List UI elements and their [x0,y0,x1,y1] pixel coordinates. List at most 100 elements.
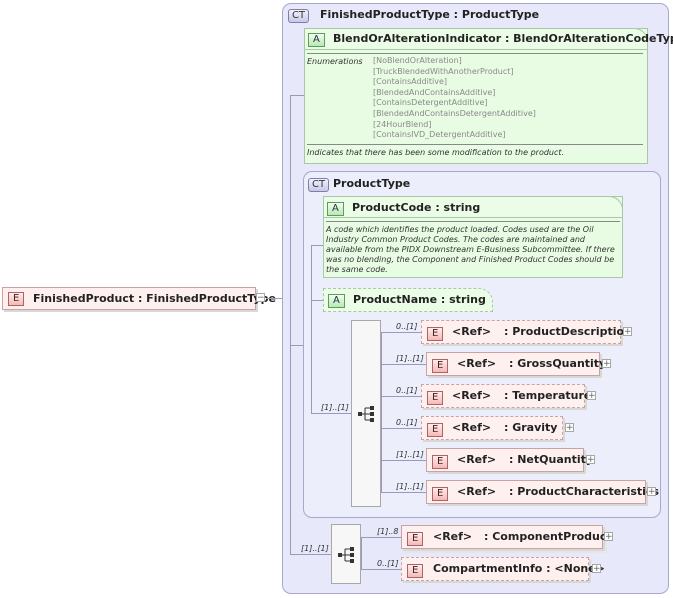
enumeration-item: [24HourBlend] [373,119,432,129]
attribute-badge: A [308,33,325,47]
doc-line: available from the PIDX Downstream E-Bus… [326,245,615,254]
connector [361,537,401,538]
expand-toggle[interactable]: + [565,423,574,433]
enumeration-item: [TruckBlendedWithAnotherProduct] [373,66,514,76]
doc-line: was no blending, the Component and Finis… [326,255,615,264]
attribute-documentation: A code which identifies the product load… [326,225,615,275]
element-ref-product-description[interactable]: E <Ref> : ProductDescription [421,320,632,344]
occurrence-label: 0..[1] [377,559,399,568]
element-badge: E [432,359,449,373]
element-badge: E [432,455,449,469]
seq-connector-vertical [361,537,362,569]
root-element-finished-product[interactable]: E FinishedProduct : FinishedProductType [2,287,276,310]
element-badge: E [407,532,424,546]
element-name: : ComponentProduct [484,530,612,543]
attribute-product-name[interactable]: A ProductName : string [323,288,493,312]
expand-toggle[interactable]: + [592,564,601,574]
connector-product-type [290,345,303,346]
ref-label: <Ref> [452,325,492,338]
element-badge: E [427,423,444,437]
connector [381,396,421,397]
expand-toggle[interactable]: + [604,532,613,542]
connector [381,332,421,333]
element-ref-gravity[interactable]: E <Ref> : Gravity [421,416,563,440]
ref-label: <Ref> [433,530,473,543]
complex-type-badge: CT [308,178,330,192]
element-ref-net-quantity[interactable]: E <Ref> : NetQuantity [426,448,593,472]
ref-label: <Ref> [457,453,497,466]
element-ref-temperature[interactable]: E <Ref> : Temperature [421,384,591,408]
ref-label: <Ref> [457,485,497,498]
connector-blend [290,95,304,96]
occurrence-label: [1]..[1] [396,482,424,491]
connector [381,428,421,429]
connector-outer-seq [290,554,331,555]
occurrence-label: [1]..[1] [321,403,349,412]
enumeration-list: [NoBlendOrAlteration] [TruckBlendedWithA… [373,56,643,141]
connector [381,492,426,493]
expand-toggle[interactable]: + [647,487,656,497]
outer-connector-vertical [290,95,291,555]
expand-toggle[interactable]: + [586,455,595,465]
occurrence-label: [1]..[1] [396,450,424,459]
collapse-toggle[interactable]: − [256,293,265,303]
element-name: : ProductCharacteristics [509,485,660,498]
divider [307,53,643,54]
enumeration-item: [BlendedAndContainsDetergentAdditive] [373,108,536,118]
occurrence-label: 0..[1] [396,418,418,427]
expand-toggle[interactable]: + [587,391,596,401]
attribute-title: BlendOrAlterationIndicator : BlendOrAlte… [333,32,673,45]
inner-connector-vertical [311,245,312,413]
enumerations-label: Enumerations [307,57,363,66]
element-badge: E [427,327,444,341]
root-element-label: FinishedProduct : FinishedProductType [33,292,277,305]
expand-toggle[interactable]: + [602,359,611,369]
element-badge: E [432,487,449,501]
complex-type-title: FinishedProductType : ProductType [320,8,540,21]
element-badge: E [8,292,25,306]
element-ref-component-product[interactable]: E <Ref> : ComponentProduct [401,525,612,549]
element-compartment-info[interactable]: E CompartmentInfo : <None> [401,557,605,581]
enumeration-item: [BlendedAndContainsAdditive] [373,87,496,97]
element-label: CompartmentInfo : <None> [433,562,605,575]
connector [361,569,401,570]
enumeration-item: [ContainsDetergentAdditive] [373,98,488,108]
ref-label: <Ref> [452,389,492,402]
element-name: : NetQuantity [509,453,594,466]
attribute-blend-or-alteration: A BlendOrAlterationIndicator : BlendOrAl… [304,28,673,164]
occurrence-label: [1]..[1] [396,354,424,363]
attribute-title: ProductName : string [353,293,486,306]
sequence-compositor[interactable] [351,320,381,507]
occurrence-label: [1]..8 [377,527,399,536]
connector [381,460,426,461]
doc-line: Industry Common Product Codes. The codes… [326,235,585,244]
element-name: : Temperature [504,389,592,402]
enumeration-item: [NoBlendOrAlteration] [373,56,462,65]
attribute-badge: A [328,294,345,308]
element-badge: E [427,391,444,405]
sequence-icon [338,547,354,563]
attribute-product-code: A ProductCode : string A code which iden… [323,196,623,278]
ref-label: <Ref> [452,421,492,434]
attribute-header[interactable]: A ProductCode : string [323,196,623,218]
expand-toggle[interactable]: + [623,327,632,337]
element-ref-gross-quantity[interactable]: E <Ref> : GrossQuantity [426,352,606,376]
attribute-badge: A [327,202,344,216]
occurrence-label: 0..[1] [396,386,418,395]
connector-inner-seq [311,413,351,414]
enumeration-item: [ContainsAdditive] [373,77,448,87]
complex-type-badge: CT [288,9,310,23]
element-name: : ProductDescription [504,325,632,338]
sequence-icon [358,406,374,422]
attribute-header[interactable]: A BlendOrAlterationIndicator : BlendOrAl… [304,28,673,50]
element-name: : GrossQuantity [509,357,607,370]
doc-line: the same code. [326,265,388,274]
connector [266,298,282,299]
connector-product-name [311,300,323,301]
ref-label: <Ref> [457,357,497,370]
sequence-compositor[interactable] [331,524,361,584]
occurrence-label: 0..[1] [396,322,418,331]
divider [326,221,620,222]
element-ref-product-characteristics[interactable]: E <Ref> : ProductCharacteristics [426,480,659,504]
element-name: : Gravity [504,421,558,434]
